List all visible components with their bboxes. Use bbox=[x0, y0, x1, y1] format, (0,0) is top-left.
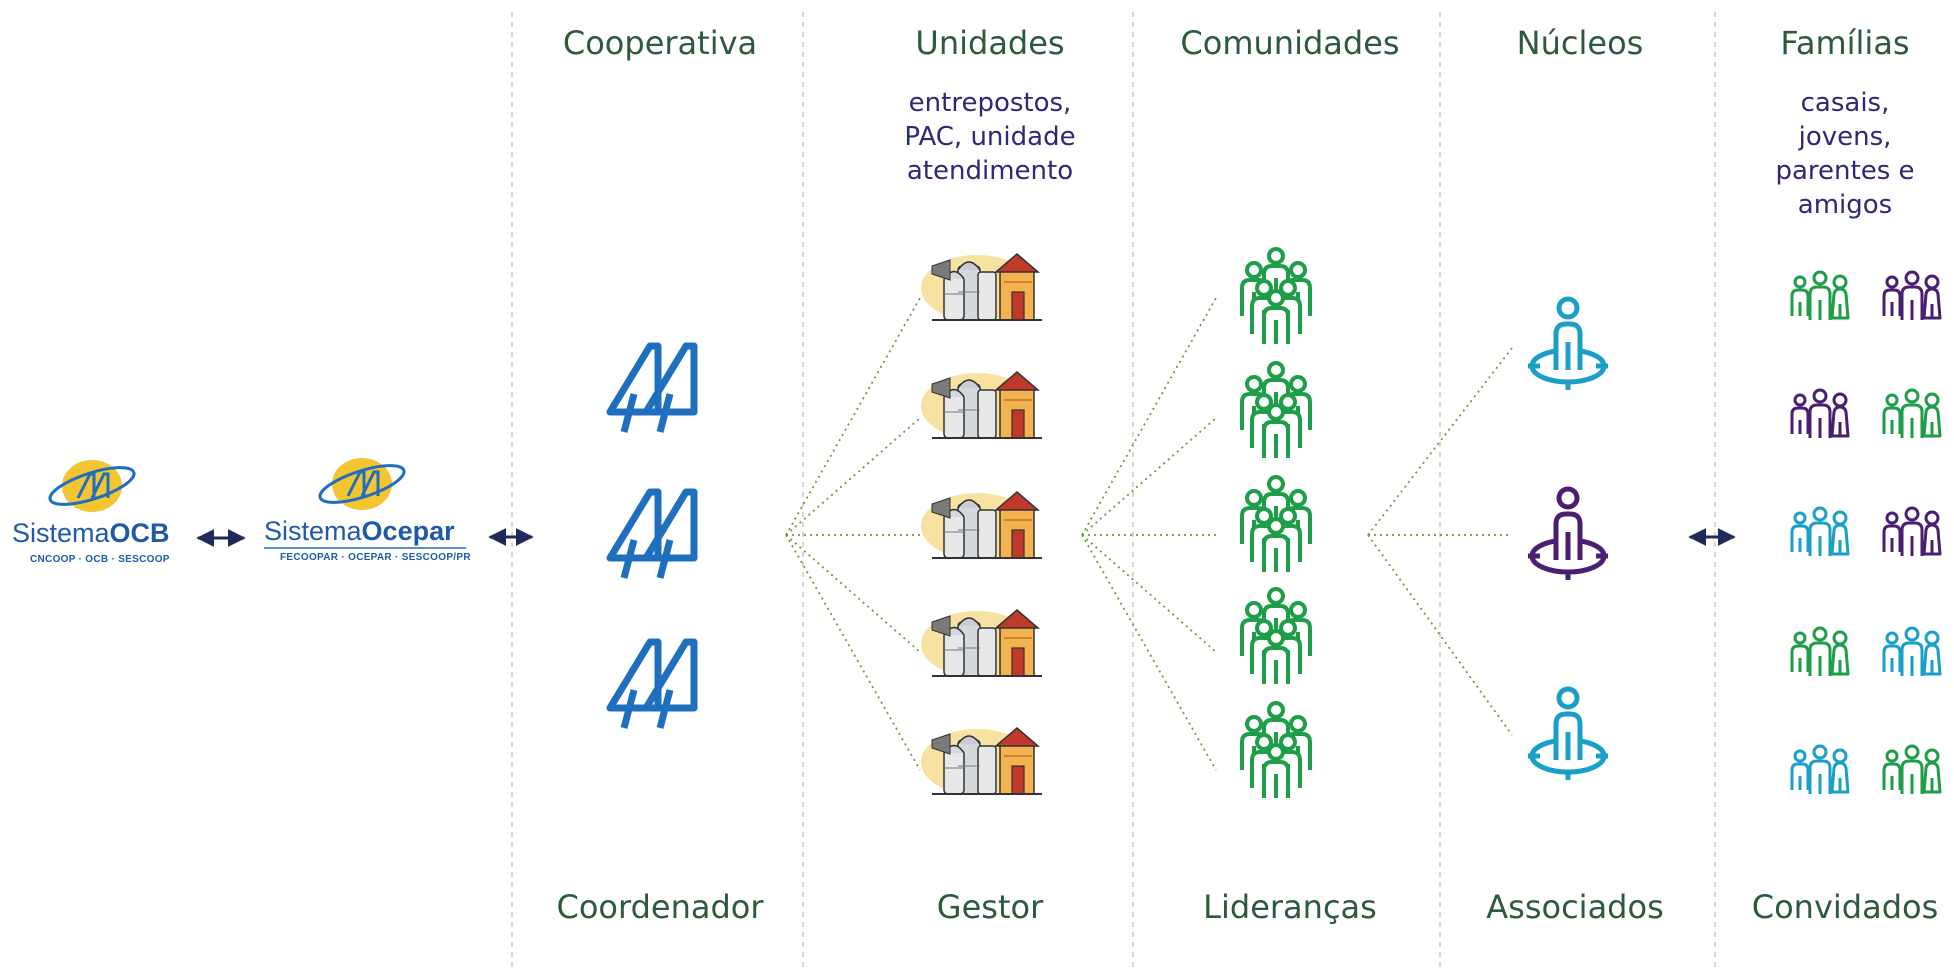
family-icon bbox=[1882, 270, 1942, 322]
unidades-subtitle: entrepostos, PAC, unidade atendimento bbox=[830, 86, 1150, 188]
family-icon bbox=[1790, 744, 1850, 796]
ocb-logo-subtitle: CNCOOP · OCB · SESCOOP bbox=[30, 554, 170, 565]
column-title-nucleos: Núcleos bbox=[1516, 24, 1644, 62]
people-group-icon bbox=[1242, 363, 1310, 458]
silo-barn-icon bbox=[920, 253, 1043, 322]
silo-barn-icon bbox=[920, 727, 1043, 796]
column-footer-gestor: Gestor bbox=[936, 888, 1044, 926]
ocepar-logo-subtitle: FECOOPAR · OCEPAR · SESCOOP/PR bbox=[280, 552, 471, 563]
column-title-comunidades: Comunidades bbox=[1180, 24, 1400, 62]
ocb-name-bold: OCB bbox=[109, 518, 170, 548]
family-icon bbox=[1882, 744, 1942, 796]
column-title-cooperativa: Cooperativa bbox=[562, 24, 758, 62]
ocb-name-light: Sistema bbox=[12, 518, 110, 548]
coop-tree-icon bbox=[610, 346, 694, 432]
comunidades-icons bbox=[1242, 249, 1310, 798]
member-target-icon bbox=[1528, 299, 1608, 390]
familias-subtitle-line: casais, bbox=[1800, 88, 1890, 118]
silo-barn-icon bbox=[920, 609, 1043, 678]
column-footer-liderancas: Lideranças bbox=[1203, 888, 1377, 926]
familias-icons bbox=[1790, 270, 1942, 796]
coop-tree-icon bbox=[610, 492, 694, 578]
family-icon bbox=[1882, 388, 1942, 440]
ocepar-logo-wordmark: SistemaOcepar bbox=[264, 516, 455, 547]
sistema-ocepar-logo bbox=[264, 458, 466, 549]
connectors-unidades bbox=[785, 297, 921, 771]
nucleos-icons bbox=[1528, 299, 1608, 780]
member-target-icon bbox=[1528, 689, 1608, 780]
people-group-icon bbox=[1242, 249, 1310, 344]
sistema-ocb-logo bbox=[48, 460, 136, 512]
familias-subtitle-line: amigos bbox=[1797, 190, 1893, 220]
column-title-unidades: Unidades bbox=[915, 24, 1065, 62]
people-group-icon bbox=[1242, 477, 1310, 572]
unidades-subtitle-line: PAC, unidade bbox=[904, 122, 1076, 152]
column-footer-convidados: Convidados bbox=[1751, 888, 1939, 926]
connectors-comunidades bbox=[1081, 297, 1217, 771]
column-footer-coordenador: Coordenador bbox=[556, 888, 764, 926]
column-title-familias: Famílias bbox=[1780, 24, 1910, 62]
family-icon bbox=[1882, 506, 1942, 558]
familias-subtitle-line: jovens, bbox=[1798, 122, 1892, 152]
coop-tree-icon bbox=[610, 642, 694, 728]
familias-subtitle-line: parentes e bbox=[1775, 156, 1915, 186]
unidades-icons bbox=[920, 253, 1043, 796]
family-icon bbox=[1790, 388, 1850, 440]
ocepar-name-light: Sistema bbox=[264, 516, 362, 546]
member-target-icon bbox=[1528, 489, 1608, 580]
family-icon bbox=[1790, 270, 1850, 322]
unidades-subtitle-line: entrepostos, bbox=[908, 88, 1072, 118]
family-icon bbox=[1790, 506, 1850, 558]
ocb-logo-wordmark: SistemaOCB bbox=[12, 518, 170, 549]
familias-subtitle: casais, jovens, parentes e amigos bbox=[1740, 86, 1950, 222]
people-group-icon bbox=[1242, 703, 1310, 798]
silo-barn-icon bbox=[920, 491, 1043, 560]
family-icon bbox=[1790, 626, 1850, 678]
bidirectional-arrows bbox=[196, 528, 1736, 547]
silo-barn-icon bbox=[920, 371, 1043, 440]
people-group-icon bbox=[1242, 589, 1310, 684]
cooperativa-icons bbox=[610, 346, 694, 728]
ocepar-name-bold: Ocepar bbox=[361, 516, 455, 546]
connectors-nucleos bbox=[1367, 347, 1513, 736]
column-footer-associados: Associados bbox=[1486, 888, 1664, 926]
family-icon bbox=[1882, 626, 1942, 678]
unidades-subtitle-line: atendimento bbox=[906, 156, 1074, 186]
